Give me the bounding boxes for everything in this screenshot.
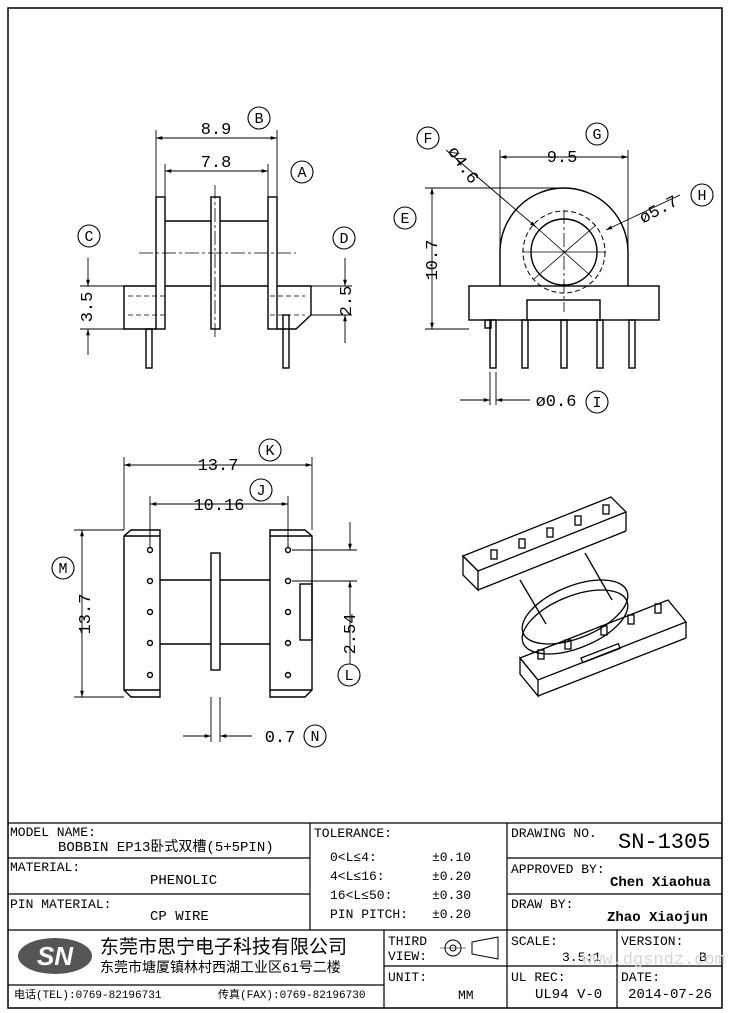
company-logo: SN — [18, 938, 92, 974]
drawing-no-label: DRAWING NO. — [511, 826, 597, 841]
callout-d: D — [339, 231, 348, 248]
drawing-no-value: SN-1305 — [618, 830, 711, 855]
callout-n: N — [310, 729, 319, 746]
dim-e-text: 10.7 — [424, 240, 443, 281]
version-value: B — [699, 950, 707, 965]
callout-j: J — [256, 483, 265, 500]
company-address: 东莞市塘厦镇林村西湖工业区61号二楼 — [100, 961, 341, 977]
tolerance-label: TOLERANCE: — [314, 826, 393, 841]
front-view — [80, 130, 352, 369]
dim-k-text: 13.7 — [198, 457, 239, 476]
scale-value: 3.5:1 — [562, 950, 602, 965]
tol-range-2: 4<L≤16: — [330, 869, 385, 884]
watermark: www.dgsndz.com — [582, 951, 725, 970]
callout-g: G — [592, 127, 601, 144]
callout-a: A — [297, 165, 306, 182]
callout-letters: B A C D F G E H I K J M L N — [58, 111, 706, 746]
unit-label: UNIT: — [388, 970, 428, 985]
tol-value-3: ±0.30 — [432, 888, 472, 903]
side-view-labels: 9.5 10.7 ø4.6 ø5.7 ø0.6 — [424, 144, 682, 412]
callout-b: B — [254, 111, 263, 128]
company-fax: 传真(FAX):0769-82196730 — [218, 990, 366, 1002]
company-tel: 电话(TEL):0769-82196731 — [14, 990, 162, 1002]
approved-by-value: Chen Xiaohua — [610, 875, 711, 891]
side-view — [425, 149, 681, 405]
third-view-label-2: VIEW: — [388, 949, 428, 964]
tol-value-4: ±0.20 — [432, 907, 472, 922]
date-value: 2014-07-26 — [628, 987, 713, 1003]
callout-c: C — [84, 229, 93, 246]
material-label: MATERIAL: — [10, 860, 81, 875]
dim-m-text: 13.7 — [77, 594, 96, 635]
isometric-view — [461, 496, 688, 698]
pin-material-value: CP WIRE — [150, 909, 209, 925]
callouts — [51, 106, 714, 748]
top-view — [74, 457, 357, 742]
dim-h-text: ø5.7 — [637, 193, 682, 229]
dim-l-text: 2.54 — [342, 614, 361, 655]
date-label: DATE: — [621, 970, 661, 985]
callout-l: L — [344, 668, 353, 685]
tol-value-1: ±0.10 — [432, 850, 472, 865]
dim-b-text: 8.9 — [201, 121, 232, 140]
pin-material-label: PIN MATERIAL: — [10, 897, 112, 912]
dim-a-text: 7.8 — [201, 154, 232, 173]
dim-j-text: 10.16 — [193, 497, 244, 516]
callout-e: E — [400, 211, 409, 228]
dim-g-text: 9.5 — [547, 149, 578, 168]
third-view-label-1: THIRD — [388, 934, 428, 949]
dim-n-text: 0.7 — [265, 729, 296, 748]
tol-range-3: 16<L≤50: — [330, 888, 393, 903]
model-name-label: MODEL NAME: — [10, 825, 96, 840]
dim-i-text: ø0.6 — [536, 393, 577, 412]
draw-by-value: Zhao Xiaojun — [607, 910, 708, 926]
title-block-grid — [8, 822, 722, 1008]
approved-by-label: APPROVED BY: — [511, 862, 605, 877]
callout-k: K — [265, 443, 274, 460]
third-angle-icon — [440, 936, 499, 960]
scale-label: SCALE: — [511, 934, 558, 949]
callout-m: M — [58, 561, 67, 578]
company-name: 东莞市思宁电子科技有限公司 — [100, 937, 348, 959]
top-view-labels: 13.7 10.16 13.7 2.54 0.7 — [77, 457, 361, 748]
draw-by-label: DRAW BY: — [511, 897, 574, 912]
material-value: PHENOLIC — [150, 873, 218, 889]
tol-range-1: 0<L≤4: — [330, 850, 377, 865]
tol-value-2: ±0.20 — [432, 869, 472, 884]
dim-d-text: 2.5 — [338, 286, 357, 317]
model-name-value: BOBBIN EP13卧式双槽(5+5PIN) — [58, 840, 274, 856]
ul-rec-label: UL REC: — [511, 970, 566, 985]
callout-i: I — [592, 395, 601, 412]
ul-rec-value: UL94 V-0 — [535, 987, 603, 1003]
callout-h: H — [697, 188, 706, 205]
unit-value: MM — [458, 988, 474, 1003]
version-label: VERSION: — [621, 934, 684, 949]
front-view-labels: 8.9 7.8 3.5 2.5 — [79, 121, 357, 322]
dim-f-text: ø4.6 — [442, 144, 481, 188]
dim-c-text: 3.5 — [79, 292, 98, 323]
tol-range-4: PIN PITCH: — [330, 907, 409, 922]
callout-f: F — [423, 131, 432, 148]
